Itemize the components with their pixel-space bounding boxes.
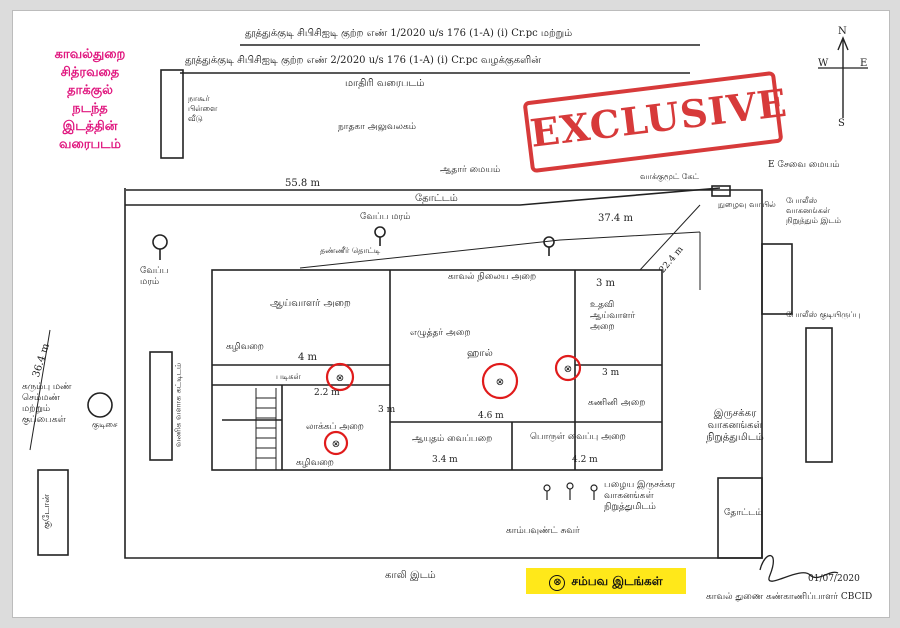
right-block bbox=[761, 243, 793, 315]
right-police-quarters bbox=[805, 327, 833, 463]
label-gate: நுழைவு வாயில் bbox=[718, 200, 776, 209]
label-e-center: E சேவை மையம் bbox=[768, 160, 840, 170]
gate-icon bbox=[711, 185, 731, 197]
main-building bbox=[211, 269, 663, 471]
left-commercial-building bbox=[149, 351, 173, 461]
label-sub-room: ஆய்வாளர் அறை bbox=[270, 298, 351, 309]
left-godown bbox=[37, 469, 69, 556]
bikes-icon bbox=[543, 482, 598, 500]
top-boundary bbox=[125, 187, 721, 206]
header-line-1: தூத்துக்குடி சிபிசிஐடி குற்ற எண் 1/2020 … bbox=[245, 28, 573, 39]
compass-n: N bbox=[838, 26, 847, 37]
label-writer-room: எழுத்தர் அறை bbox=[410, 328, 471, 338]
label-stairs: படிகள் bbox=[276, 372, 301, 381]
label-police-office: போலீஸ் வாகனங்கள் நிறுத்தும் இடம் bbox=[786, 196, 842, 225]
caption-line-2: சித்ரவதை bbox=[60, 65, 120, 80]
map-sheet bbox=[12, 10, 890, 618]
tree-icon-2 bbox=[374, 226, 386, 238]
label-bottom-land: காலி இடம் bbox=[385, 570, 436, 581]
incident-marker-1 bbox=[325, 362, 355, 392]
label-dim-3m-b: 3 m bbox=[602, 368, 620, 378]
label-left-bottom: குடோன் bbox=[41, 494, 52, 529]
label-dim-4-6m: 4.6 m bbox=[478, 411, 504, 421]
compass-s: S bbox=[838, 118, 845, 129]
label-dim-3m-c: 3 m bbox=[378, 405, 396, 415]
caption-line-4: நடந்த bbox=[72, 101, 108, 116]
label-water: தண்ணீர் தொட்டி bbox=[320, 246, 381, 255]
label-parking-right: இருசக்கர வாகனங்கள் நிறுத்துமிடம் bbox=[706, 408, 764, 443]
right-garden-box bbox=[717, 477, 763, 559]
hut-icon bbox=[87, 392, 113, 418]
label-hall: ஹால் bbox=[467, 348, 493, 359]
label-right-dim-top: 37.4 m bbox=[598, 213, 633, 224]
label-lockup: லாக்கப் அறை bbox=[306, 422, 364, 432]
label-dim-3-4m: 3.4 m bbox=[432, 455, 458, 465]
label-arms-room: ஆயுதம் வைப்பறை bbox=[412, 434, 493, 444]
label-store-room: பொருள் வைப்பு அறை bbox=[530, 432, 626, 442]
label-dim-4-2m: 4.2 m bbox=[572, 455, 598, 465]
label-top-dim: 55.8 m bbox=[285, 178, 320, 189]
label-right-room: உதவி ஆய்வாளர் அறை bbox=[590, 300, 636, 332]
signature-date: 01/07/2020 bbox=[808, 574, 860, 584]
label-dim-2-2m: 2.2 m bbox=[314, 388, 340, 398]
label-hut: குடிசை bbox=[92, 420, 118, 429]
incident-marker-2 bbox=[481, 362, 519, 400]
label-top-road: நாதகா அலுவலகம் bbox=[338, 122, 417, 132]
incident-marker-4 bbox=[323, 430, 349, 456]
label-top-left-bldg: நாகூர் பிள்ளை வீடு bbox=[188, 94, 218, 123]
signature-icon bbox=[759, 554, 839, 582]
incident-marker-4-glyph: ⊗ bbox=[332, 439, 340, 450]
incident-marker-3 bbox=[554, 354, 582, 382]
tree-icon bbox=[152, 234, 168, 250]
incident-marker-1-glyph: ⊗ bbox=[336, 373, 344, 384]
header-line-3: மாதிரி வரைபடம் bbox=[345, 78, 425, 89]
header-line-2: தூத்துக்குடி சிபிசிஐடி குற்ற எண் 2/2020 … bbox=[185, 55, 541, 66]
compass-e: E bbox=[860, 58, 868, 69]
label-garden-top: தோட்டம் bbox=[415, 193, 458, 204]
map-caption: காவல்துறை சித்ரவதை தாக்குல் நடந்த இடத்தி… bbox=[40, 46, 140, 154]
incident-marker-3-glyph: ⊗ bbox=[564, 364, 572, 375]
caption-line-6: வரைபடம் bbox=[59, 137, 121, 152]
caption-line-5: இடத்தின் bbox=[62, 119, 118, 134]
label-duty-room: கணினி அறை bbox=[588, 398, 646, 408]
label-right-bldg: போலீஸ் குடியிருப்பு bbox=[786, 310, 861, 319]
caption-line-3: தாக்குல் bbox=[67, 83, 113, 98]
label-compound: காம்பவுண்ட் சுவர் bbox=[506, 526, 580, 536]
signature-title: காவல் துணை கண்காணிப்பாளர் CBCID bbox=[706, 592, 873, 602]
top-left-house bbox=[160, 69, 184, 159]
label-left-note: கரும்பு மண் செம்மண் மற்றும் குப்பைகள் bbox=[22, 382, 72, 425]
label-dim-3m: 3 m bbox=[596, 278, 616, 289]
label-tree: வேப்ப மரம் bbox=[360, 212, 411, 222]
label-garden-right: தோட்டம் bbox=[724, 508, 763, 518]
label-dim-4m: 4 m bbox=[298, 352, 318, 363]
caption-line-1: காவல்துறை bbox=[54, 47, 126, 62]
label-aadhaar: ஆதார் மையம் bbox=[440, 165, 501, 175]
label-station-room: காவல் நிலைய அறை bbox=[448, 272, 537, 282]
compass-w: W bbox=[818, 58, 829, 69]
label-toilet: கழிவறை bbox=[226, 342, 264, 352]
label-bikes: பழைய இருசக்கர வாகனங்கள் நிறுத்துமிடம் bbox=[604, 480, 676, 512]
label-wall-note: வாக்குமூட் கேட் bbox=[640, 172, 699, 181]
stairs-icon bbox=[255, 388, 277, 470]
label-left-bldg: வணிக வளாக கட்டிடம் bbox=[173, 362, 183, 448]
drive-path bbox=[299, 231, 701, 269]
incident-legend-icon: ⊗ bbox=[549, 575, 566, 591]
legend-box: ⊗ சம்பவ இடங்கள் bbox=[526, 568, 686, 594]
incident-marker-2-glyph: ⊗ bbox=[496, 377, 504, 388]
label-left-tree: வேப்ப மரம் bbox=[140, 266, 169, 287]
label-corridor: கழிவறை bbox=[296, 458, 334, 468]
legend-label: சம்பவ இடங்கள் bbox=[571, 574, 663, 588]
